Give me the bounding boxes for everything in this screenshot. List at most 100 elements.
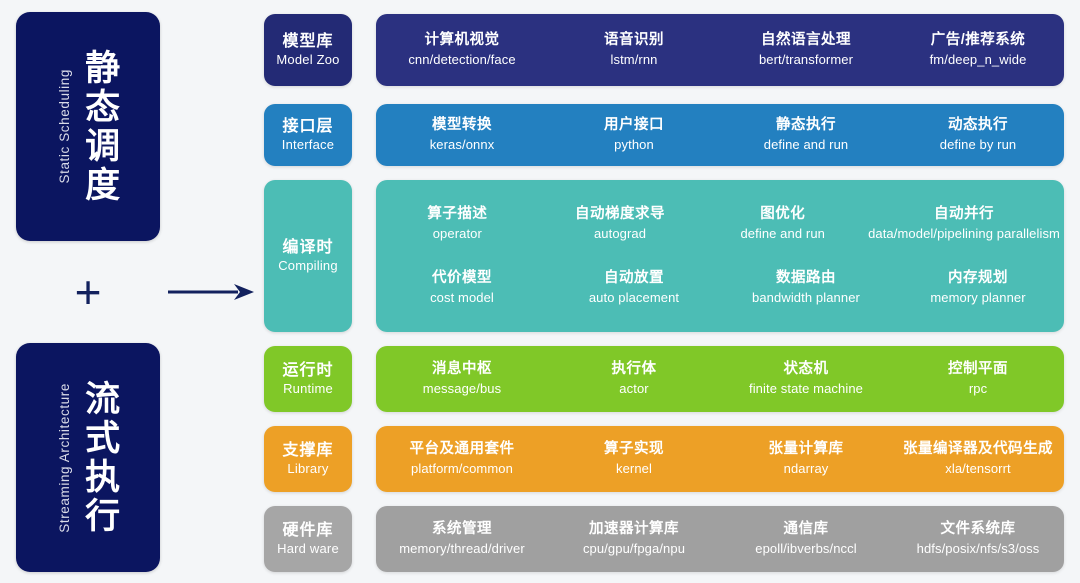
layer-cell-title-cn: 加速器计算库 [589, 521, 679, 538]
layer-cell-subtitle-en: data/model/pipelining parallelism [868, 225, 1060, 241]
layer-cell[interactable]: 算子描述 operator [376, 205, 539, 243]
layer-cell-title-cn: 自然语言处理 [761, 32, 851, 49]
layer-row-interface: 模型转换 keras/onnx 用户接口 python 静态执行 define and r… [376, 104, 1064, 166]
mode-card-title-en: Static Scheduling [56, 69, 72, 184]
layer-cell-title-cn: 内存规划 [948, 270, 1008, 286]
layer-cell-title-cn: 模型转换 [432, 117, 492, 134]
layer-cell-subtitle-en: cnn/detection/face [408, 51, 516, 67]
layer-cell-title-cn: 控制平面 [948, 361, 1008, 378]
layer-cell-subtitle-en: epoll/ibverbs/nccl [755, 540, 857, 556]
layer-cell-subtitle-en: define and run [763, 136, 849, 152]
layer-cell[interactable]: 张量计算库 ndarray [720, 440, 892, 478]
layer-cell-subtitle-en: kernel [615, 460, 652, 476]
mode-card-title-en: Streaming Architecture [56, 382, 72, 533]
layer-cell[interactable]: 通信库 epoll/ibverbs/nccl [720, 520, 892, 558]
layer-cell-title-cn: 代价模型 [432, 270, 492, 286]
layer-cell-subtitle-en: finite state machine [748, 380, 863, 396]
layer-cell-title-cn: 通信库 [783, 521, 829, 538]
layer-cell[interactable]: 消息中枢 message/bus [376, 360, 548, 398]
layer-cell-subtitle-en: define and run [740, 225, 825, 241]
layer-cell-subtitle-en: cpu/gpu/fpga/npu [582, 540, 686, 556]
layer-cell-subtitle-en: bandwidth planner [752, 289, 860, 305]
left-panel: 静态调度 Static Scheduling + 流式执行 Streaming … [0, 0, 258, 583]
layer-cell[interactable]: 模型转换 keras/onnx [376, 116, 548, 154]
layer-cell-title-cn: 消息中枢 [432, 361, 492, 378]
layer-cell[interactable]: 加速器计算库 cpu/gpu/fpga/npu [548, 520, 720, 558]
layer-cell[interactable]: 计算机视觉 cnn/detection/face [376, 31, 548, 69]
plus-icon: + [74, 266, 102, 318]
layer-cell-title-cn: 张量计算库 [768, 441, 844, 458]
layer-cell-subtitle-en: cost model [430, 289, 494, 305]
layer-cell-title-cn: 静态执行 [776, 117, 836, 134]
layer-cell-title-cn: 张量编译器及代码生成 [903, 441, 1053, 458]
right-arrow-icon [168, 278, 254, 306]
layer-cell[interactable]: 静态执行 define and run [720, 116, 892, 154]
layer-label-en: Library [287, 460, 329, 476]
row-spacer [376, 243, 1064, 269]
layer-cell-title-cn: 算子描述 [427, 206, 488, 223]
layer-cell[interactable]: 图优化 define and run [701, 205, 864, 243]
layer-cell[interactable]: 控制平面 rpc [892, 360, 1064, 398]
layer-cell-subtitle-en: message/bus [422, 380, 502, 396]
mode-card-static-scheduling[interactable]: 静态调度 Static Scheduling [16, 12, 160, 241]
layer-cell-subtitle-en: operator [432, 225, 482, 241]
layer-cell-title-cn: 文件系统库 [940, 521, 1016, 538]
layer-cell-row: 模型转换 keras/onnx 用户接口 python 静态执行 define and r… [376, 116, 1064, 154]
mode-card-streaming-architecture[interactable]: 流式执行 Streaming Architecture [16, 343, 160, 572]
layer-cell-title-cn: 用户接口 [604, 117, 664, 134]
layer-cell-subtitle-en: ndarray [783, 460, 829, 476]
layer-cell[interactable]: 内存规划 memory planner [892, 269, 1064, 307]
layer-cell[interactable]: 用户接口 python [548, 116, 720, 154]
layer-cell-title-cn: 广告/推荐系统 [930, 32, 1026, 49]
layer-cell-subtitle-en: rpc [968, 380, 988, 396]
layer-cell-subtitle-en: memory planner [930, 289, 1026, 305]
layer-cell-subtitle-en: python [614, 136, 654, 152]
layer-cell-title-cn: 计算机视觉 [424, 32, 500, 49]
layer-cell[interactable]: 张量编译器及代码生成 xla/tensorrt [892, 440, 1064, 478]
layer-cell-title-cn: 执行体 [611, 361, 657, 378]
layer-cell-subtitle-en: keras/onnx [429, 136, 495, 152]
layer-cell-title-cn: 自动放置 [604, 270, 664, 286]
layer-cell-subtitle-en: actor [619, 380, 649, 396]
layer-cell-subtitle-en: autograd [593, 225, 647, 241]
mode-card-title-cn: 静态调度 [80, 48, 120, 205]
layer-label-en: Compiling [278, 257, 338, 273]
layer-label-cn: 运行时 [282, 361, 334, 379]
layer-label-cn: 支撑库 [282, 441, 334, 459]
layer-cell-subtitle-en: define by run [939, 136, 1017, 152]
layer-label-cn: 硬件库 [282, 521, 334, 539]
layer-cell-title-cn: 图优化 [760, 206, 806, 223]
layer-cell-subtitle-en: lstm/rnn [610, 51, 658, 67]
layer-cell[interactable]: 执行体 actor [548, 360, 720, 398]
layer-cell-subtitle-en: xla/tensorrt [945, 460, 1011, 476]
layer-label-cn: 编译时 [282, 238, 334, 256]
layer-cell[interactable]: 代价模型 cost model [376, 269, 548, 307]
